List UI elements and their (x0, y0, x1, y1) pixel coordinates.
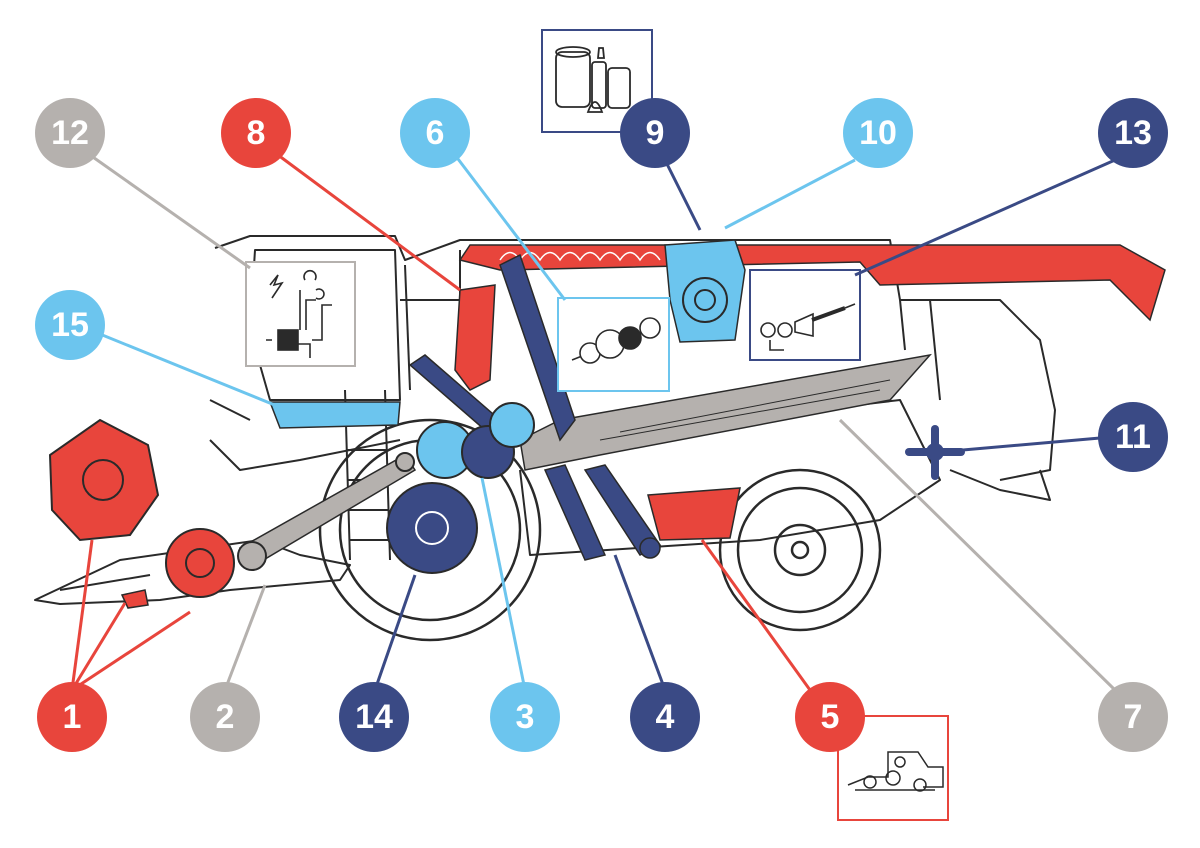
callout-7: 7 (1098, 682, 1168, 752)
inset-bearings (557, 297, 670, 392)
cab-platform (268, 401, 401, 429)
grain-elevators (408, 253, 662, 561)
callout-9: 9 (620, 98, 690, 168)
leader-1c (71, 610, 191, 692)
leader-9 (663, 159, 702, 231)
callout-11: 11 (1098, 402, 1168, 472)
callout-14: 14 (339, 682, 409, 752)
combine-icon (847, 751, 944, 792)
svg-text:13: 13 (1114, 114, 1152, 152)
filters-icon (555, 46, 631, 113)
engine (664, 239, 746, 343)
feeder-chain (237, 452, 417, 571)
svg-text:7: 7 (1124, 698, 1143, 736)
leader-8 (277, 153, 461, 292)
callout-12: 12 (35, 98, 105, 168)
callout-1: 1 (37, 682, 107, 752)
svg-text:10: 10 (859, 114, 897, 152)
leader-4 (613, 554, 667, 691)
leader-15 (89, 328, 283, 410)
leader-1b (70, 602, 127, 691)
svg-text:3: 3 (516, 698, 535, 736)
leader-7 (838, 418, 1117, 692)
leader-10 (724, 158, 856, 230)
leader-1a (70, 539, 94, 691)
leader-3 (480, 477, 527, 691)
svg-text:2: 2 (216, 698, 235, 736)
gearbox-icon (760, 303, 856, 351)
leader-2 (223, 584, 267, 691)
svg-text:11: 11 (1115, 418, 1151, 456)
leader-6 (453, 154, 567, 301)
rear-wheel (718, 468, 882, 632)
svg-text:4: 4 (656, 698, 675, 736)
callout-4: 4 (630, 682, 700, 752)
svg-text:12: 12 (51, 114, 89, 152)
inset-electronics (245, 261, 356, 367)
callout-5: 5 (795, 682, 865, 752)
bearings-icon (571, 317, 661, 364)
svg-text:14: 14 (355, 698, 393, 736)
cutting-parts (48, 418, 235, 609)
callout-6: 6 (400, 98, 470, 168)
leader-lines (70, 153, 1117, 692)
combine-body-outline (34, 235, 1056, 605)
callout-13: 13 (1098, 98, 1168, 168)
circuit-icon (266, 269, 332, 358)
callout-8: 8 (221, 98, 291, 168)
leader-14 (373, 574, 417, 691)
leader-5 (700, 539, 812, 691)
callout-3: 3 (490, 682, 560, 752)
grain-pan (647, 487, 741, 541)
callout-2: 2 (190, 682, 260, 752)
leader-11 (939, 436, 1101, 454)
svg-text:15: 15 (51, 306, 89, 344)
svg-text:9: 9 (646, 114, 665, 152)
inset-gearbox (749, 269, 861, 361)
svg-text:5: 5 (821, 698, 840, 736)
leader-13 (854, 158, 1116, 277)
svg-text:1: 1 (63, 698, 82, 736)
callout-15: 15 (35, 290, 105, 360)
svg-text:6: 6 (426, 114, 445, 152)
beater-wheel (386, 482, 478, 574)
svg-text:8: 8 (247, 114, 266, 152)
callout-10: 10 (843, 98, 913, 168)
leader-12 (89, 153, 251, 270)
threshing-drum (416, 402, 535, 479)
